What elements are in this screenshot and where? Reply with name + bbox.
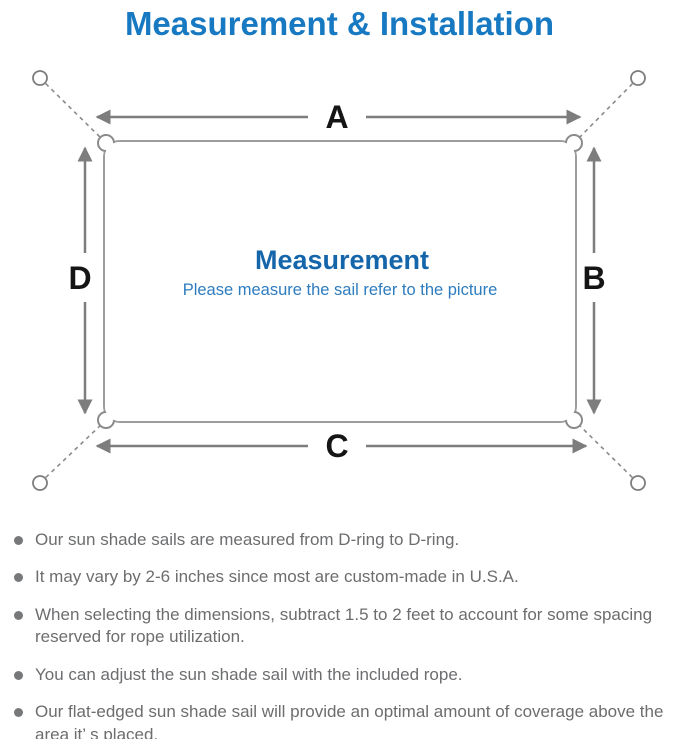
- note-text: It may vary by 2-6 inches since most are…: [35, 567, 519, 587]
- dimension-lines: [77, 109, 602, 454]
- rope-line-top-right: [575, 77, 639, 142]
- shade-sail-fill: [105, 142, 575, 421]
- bullet-dot-icon: [14, 670, 23, 680]
- dimension-label-c: C: [325, 428, 348, 464]
- list-item: You can adjust the sun shade sail with t…: [10, 664, 675, 686]
- notes-list: Our sun shade sails are measured from D-…: [0, 529, 679, 739]
- dimension-label-a: A: [325, 99, 348, 135]
- anchor-point-icon: [32, 475, 48, 491]
- rope-line-top-left: [39, 77, 105, 142]
- bullet-dot-icon: [14, 708, 23, 718]
- bullet-dot-icon: [14, 610, 23, 620]
- anchor-point-icon: [630, 475, 646, 491]
- anchor-point-icon: [32, 70, 48, 86]
- diagram-center-subtitle: Please measure the sail refer to the pic…: [183, 281, 498, 299]
- list-item: Our flat-edged sun shade sail will provi…: [10, 701, 675, 739]
- note-text: Our sun shade sails are measured from D-…: [35, 530, 460, 549]
- page-title: Measurement & Installation: [124, 5, 555, 42]
- rope-line-bottom-right: [575, 421, 639, 484]
- diagram-center-heading: Measurement: [255, 245, 429, 275]
- bullet-dot-icon: [14, 573, 23, 583]
- rope-line-bottom-left: [39, 421, 105, 484]
- corner-rope-connectors: [39, 77, 639, 484]
- anchor-points: [32, 70, 646, 491]
- list-item: When selecting the dimensions, subtract …: [10, 604, 675, 649]
- dimension-label-d: D: [68, 260, 91, 296]
- anchor-point-icon: [630, 70, 646, 86]
- list-item: It may vary by 2-6 inches since most are…: [10, 566, 675, 588]
- d-rings: [97, 134, 583, 429]
- list-item: Our sun shade sails are measured from D-…: [10, 529, 675, 551]
- dimension-label-b: B: [582, 260, 605, 296]
- measurement-diagram: A B C D Measurement Please measure the s…: [32, 70, 646, 491]
- note-text: You can adjust the sun shade sail with t…: [35, 664, 463, 684]
- bullet-dot-icon: [14, 536, 23, 545]
- note-text: Our flat-edged sun shade sail will provi…: [35, 702, 664, 739]
- note-text: When selecting the dimensions, subtract …: [35, 604, 653, 647]
